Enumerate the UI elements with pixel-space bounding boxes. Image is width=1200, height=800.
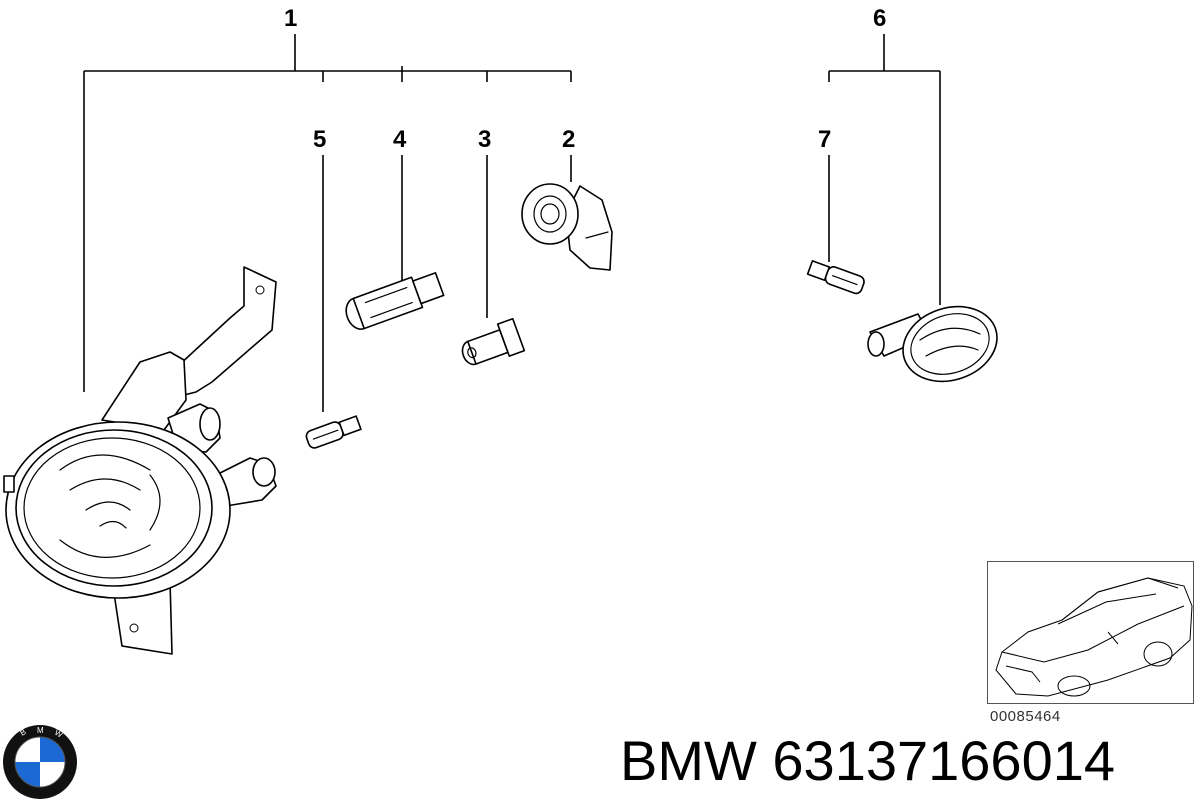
side-marker-lamp-6[interactable] xyxy=(867,295,1007,393)
leader-lines-group-6 xyxy=(828,34,941,305)
wedge-bulb-7[interactable] xyxy=(806,259,866,295)
turn-signal-lamp-assembly[interactable] xyxy=(3,266,277,655)
car-outline-icon xyxy=(995,577,1193,697)
callout-5[interactable]: 5 xyxy=(313,126,326,153)
grommet-2[interactable] xyxy=(521,183,613,271)
callout-2[interactable]: 2 xyxy=(562,126,575,153)
callout-4[interactable]: 4 xyxy=(393,126,407,153)
callout-3[interactable]: 3 xyxy=(478,126,491,153)
svg-text:B: B xyxy=(19,727,28,737)
callout-1[interactable]: 1 xyxy=(284,5,297,32)
callout-6[interactable]: 6 xyxy=(873,5,886,32)
vehicle-locator-thumbnail xyxy=(987,561,1194,704)
leader-lines-group-1 xyxy=(83,34,572,412)
bmw-logo-icon: B M W xyxy=(3,725,77,799)
part-title: BMW 63137166014 xyxy=(620,729,1116,792)
bulb-socket-3[interactable] xyxy=(457,317,526,371)
wedge-bulb-5[interactable] xyxy=(305,414,362,449)
tubular-bulb-4[interactable] xyxy=(342,269,445,333)
svg-text:W: W xyxy=(53,728,64,740)
svg-text:M: M xyxy=(37,726,44,735)
callout-7[interactable]: 7 xyxy=(818,126,831,153)
reference-number: 00085464 xyxy=(990,708,1061,725)
